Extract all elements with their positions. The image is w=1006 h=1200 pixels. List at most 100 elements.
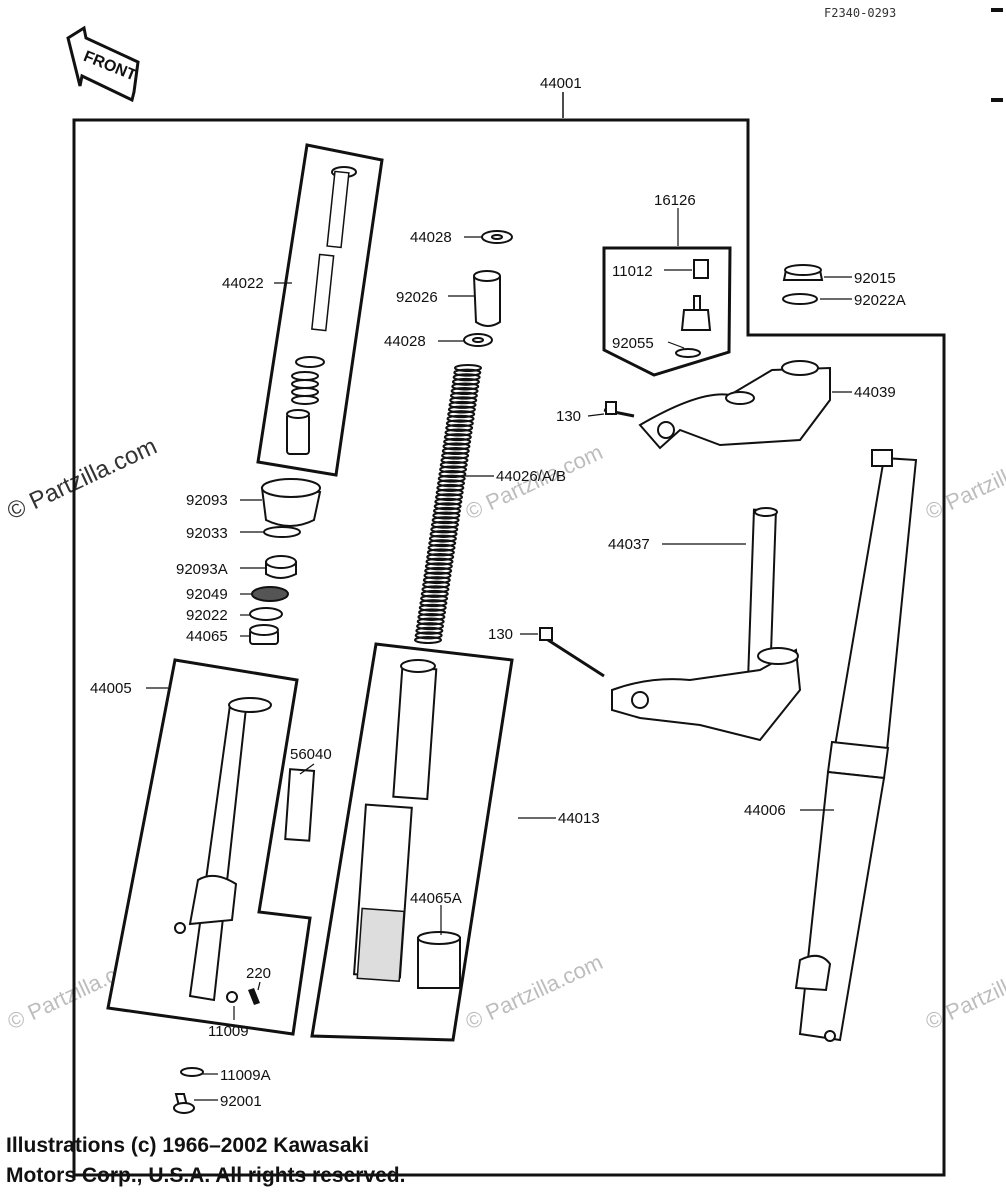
spring-coil bbox=[420, 589, 449, 598]
spring-coil bbox=[426, 548, 455, 557]
assembly-label: 44001 bbox=[540, 75, 582, 92]
callout-11012: 11012 bbox=[612, 263, 653, 280]
callout-44013: 44013 bbox=[558, 810, 600, 827]
spring-coil bbox=[419, 599, 448, 608]
spring-coil bbox=[437, 474, 466, 483]
spring-coil bbox=[452, 373, 481, 382]
spring-coil bbox=[438, 470, 467, 479]
spring-coil bbox=[439, 460, 468, 469]
bottom-bolts bbox=[173, 1067, 204, 1114]
inner-parts-frame bbox=[256, 143, 384, 477]
spring-coil bbox=[437, 479, 466, 488]
outer-tube-frame bbox=[106, 658, 316, 1036]
callout-92093: 92093 bbox=[186, 492, 228, 509]
spring-coil bbox=[453, 368, 482, 377]
callout-92001: 92001 bbox=[220, 1093, 262, 1110]
spring-coil bbox=[445, 419, 474, 428]
damper-frame bbox=[310, 642, 514, 1042]
callout-44026: 44026/A/B bbox=[496, 468, 566, 485]
spring-coil bbox=[450, 387, 479, 396]
copyright-line-2: Motors Corp., U.S.A. All rights reserved… bbox=[6, 1164, 406, 1187]
spring-coil bbox=[422, 576, 451, 585]
spring-coil bbox=[415, 626, 444, 635]
callout-92049: 92049 bbox=[186, 586, 228, 603]
spring-coil bbox=[449, 396, 478, 405]
spring-coil bbox=[417, 612, 446, 621]
spring-coil bbox=[435, 488, 464, 497]
spring-coil bbox=[416, 622, 445, 631]
spring-coil bbox=[433, 502, 462, 511]
callout-92033: 92033 bbox=[186, 525, 228, 542]
callout-44037: 44037 bbox=[608, 536, 650, 553]
spring-coil bbox=[435, 493, 464, 502]
spring-coil bbox=[442, 442, 471, 451]
spring-coil bbox=[436, 483, 465, 492]
spring-coil bbox=[428, 539, 457, 548]
callout-44006: 44006 bbox=[744, 802, 786, 819]
spring-coil bbox=[447, 405, 476, 414]
spring-coil bbox=[414, 636, 442, 644]
callout-92055: 92055 bbox=[612, 335, 654, 352]
spring-coil bbox=[422, 580, 451, 589]
callout-130-upper: 130 bbox=[556, 408, 581, 425]
callout-44005: 44005 bbox=[90, 680, 132, 697]
steering-stem bbox=[539, 507, 802, 742]
spring-coil bbox=[431, 516, 460, 525]
spacer-parts bbox=[463, 230, 513, 347]
callout-92022A: 92022A bbox=[854, 292, 906, 309]
spring-coil bbox=[451, 377, 480, 386]
spring-coil bbox=[444, 428, 473, 437]
callout-220: 220 bbox=[246, 965, 271, 982]
callout-44065A: 44065A bbox=[410, 890, 462, 907]
callout-44022: 44022 bbox=[222, 275, 264, 292]
callout-92026: 92026 bbox=[396, 289, 438, 306]
spring-coil bbox=[447, 410, 476, 419]
fork-spring bbox=[414, 364, 482, 644]
spring-coil bbox=[440, 456, 469, 465]
spring-coil bbox=[432, 506, 461, 515]
watermark: © Partzilla.com bbox=[922, 439, 1006, 524]
watermark: © Partzilla.com bbox=[3, 433, 161, 526]
seal-stack bbox=[249, 478, 322, 645]
callout-92093A: 92093A bbox=[176, 561, 228, 578]
reference-code: F2340-0293 bbox=[824, 6, 897, 20]
spring-coil bbox=[441, 451, 470, 460]
callout-11009: 11009 bbox=[208, 1023, 249, 1040]
callout-44028-bottom: 44028 bbox=[384, 333, 426, 350]
callout-44039: 44039 bbox=[854, 384, 896, 401]
upper-bracket bbox=[603, 360, 831, 450]
cap-frame bbox=[602, 246, 732, 377]
callout-92015: 92015 bbox=[854, 270, 896, 287]
spring-coil bbox=[421, 585, 450, 594]
callout-56040: 56040 bbox=[290, 746, 332, 763]
spring-coil bbox=[432, 511, 461, 520]
spring-coil bbox=[425, 557, 454, 566]
spring-coil bbox=[446, 414, 475, 423]
spring-coil bbox=[443, 433, 472, 442]
spring-coil bbox=[434, 497, 463, 506]
watermark: © Partzilla.com bbox=[922, 949, 1006, 1034]
spring-coil bbox=[445, 423, 474, 432]
spring-coil bbox=[420, 594, 449, 603]
assembly-outline: 44001 bbox=[72, 75, 946, 1180]
spring-coil bbox=[424, 562, 453, 571]
spring-coil bbox=[454, 364, 482, 372]
callout-16126: 16126 bbox=[654, 192, 696, 209]
page-mark bbox=[991, 8, 1003, 12]
spring-coil bbox=[441, 446, 470, 455]
watermark: © Partzilla.com bbox=[462, 949, 607, 1034]
copyright-line-1: Illustrations (c) 1966–2002 Kawasaki bbox=[6, 1134, 370, 1157]
callout-11009A: 11009A bbox=[220, 1067, 271, 1084]
callout-92022: 92022 bbox=[186, 607, 228, 624]
complete-fork bbox=[794, 449, 918, 1042]
callout-44028-top: 44028 bbox=[410, 229, 452, 246]
spring-coil bbox=[423, 571, 452, 580]
callout-labels: 16126 11012 92055 92015 92022A 44039 130… bbox=[90, 192, 906, 1110]
callout-130-lower: 130 bbox=[488, 626, 513, 643]
spring-coil bbox=[426, 553, 455, 562]
callout-leaders bbox=[146, 208, 852, 1101]
spring-coil bbox=[427, 543, 456, 552]
spring-coil bbox=[439, 465, 468, 474]
callout-44065: 44065 bbox=[186, 628, 228, 645]
spring-coil bbox=[443, 437, 472, 446]
